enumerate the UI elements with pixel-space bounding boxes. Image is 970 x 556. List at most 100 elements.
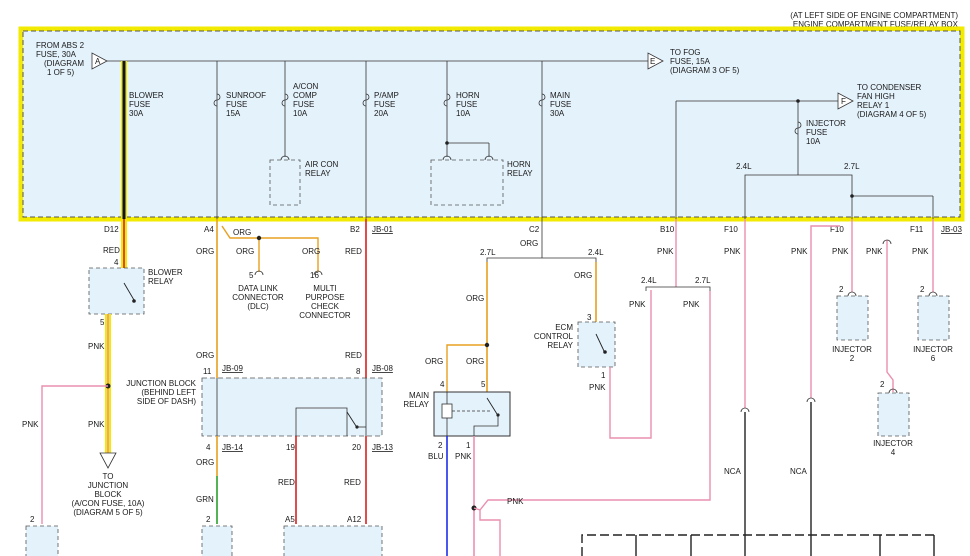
wire-pnk14: PNK [912,247,929,256]
aircon-relay-label-2: RELAY [305,169,331,178]
dlc-label-1: DATA LINK [238,284,278,293]
wire-org7: ORG [520,239,538,248]
main-fuse-symbol [538,93,546,107]
to-jb-label-1: TO [103,472,114,481]
wire-l27a: 2.7L [480,248,496,257]
b10-engine-split [645,286,711,291]
blower-fuse-label-2: FUSE [129,100,150,109]
pin-c2: C2 [529,225,540,234]
wire-pnk3: PNK [22,420,39,429]
ecm-relay-label-2: CONTROL [534,332,574,341]
injector2-label-2: 2 [850,354,855,363]
engine-24l-label: 2.4L [736,162,752,171]
source-label-2: FUSE, 30A [36,50,77,59]
wire-pnk7: PNK [683,300,700,309]
blower-relay-label-1: BLOWER [148,268,183,277]
injector6-box [917,295,950,341]
acon-fuse-label-2: COMP [293,91,317,100]
to-junction-block-arrow [99,452,117,469]
wire-pnk6: PNK [629,300,646,309]
horn-relay-label-1: HORN [507,160,531,169]
injector4-label-1: INJECTOR [873,439,913,448]
condenser-connector-arrow [837,92,854,110]
horn-fuse-label-3: 10A [456,109,471,118]
wire-org9: ORG [466,357,484,366]
wire-org10: ORG [425,357,443,366]
wire-pnk8: PNK [455,452,472,461]
condenser-label-3: RELAY 1 [857,101,890,110]
main-relay-blade [486,397,498,415]
pin-a5: A5 [285,515,295,524]
main-relay-coil-feed [446,344,487,392]
pin-11: 11 [203,367,212,376]
wire-l24b: 2.4L [641,276,657,285]
pin-a12: A12 [347,515,362,524]
wire-pnk1: PNK [88,342,105,351]
dlc-label-2: CONNECTOR [232,293,284,302]
pin-jb03: JB-03 [941,225,962,234]
pin-8: 8 [356,367,361,376]
b10-27l-wire [479,291,711,511]
ecm-relay-box [577,321,616,368]
wire-pnk9: PNK [507,497,524,506]
pin-main-5: 5 [481,380,486,389]
main-relay-label-2: RELAY [403,400,429,409]
junction-block-label-2: (BEHIND LEFT [141,388,196,397]
pin-main-2: 2 [438,441,443,450]
f10a-connector [740,407,750,413]
fog-label-3: (DIAGRAM 3 OF 5) [670,66,740,75]
pin-main-4: 4 [440,380,445,389]
pin-19: 19 [286,443,295,452]
wire-org6: ORG [196,458,214,467]
wire-org5: ORG [196,351,214,360]
injector-fuse-label-1: INJECTOR [806,119,846,128]
horn-relay-junction [445,141,449,145]
location-note-line2: ENGINE COMPARTMENT FUSE/RELAY BOX [793,20,959,29]
pin-a4: A4 [204,225,214,234]
main-pnk-branch [473,507,501,556]
injector4-label-2: 4 [891,448,896,457]
condenser-label-1: TO CONDENSER [857,83,922,92]
injector2-connector [847,291,857,297]
sunroof-fuse-label-2: FUSE [226,100,247,109]
pin-jb13: JB-13 [372,443,393,452]
pin-ecm-3: 3 [587,313,592,322]
injector6-label-2: 6 [931,354,936,363]
pin-blower-5: 5 [100,318,105,327]
bottom-component-1 [201,525,233,556]
jb-internal-switch [295,407,348,436]
acon-fuse-label-3: FUSE [293,100,314,109]
pin-mpc-16: 16 [310,271,319,280]
f10b-connector [806,397,816,403]
fuse-relay-box [22,30,961,218]
wire-nca1: NCA [724,467,742,476]
wire-pnk12: PNK [832,247,849,256]
c2-engine-split [486,257,597,262]
mpc-label-2: PURPOSE [305,293,344,302]
wire-org2: ORG [236,247,254,256]
injector-engine-split [744,174,853,181]
pin-jb09: JB-09 [222,364,243,373]
wire-blu: BLU [428,452,444,461]
wire-org11: ORG [574,271,592,280]
source-connector-label: A [95,57,101,66]
injector6-label-1: INJECTOR [913,345,953,354]
condenser-label-2: FAN HIGH [857,92,895,101]
main-fuse-label-2: FUSE [550,100,571,109]
main-relay-output [473,415,499,436]
horn-fuse-label-1: HORN [456,91,480,100]
injector4-feed [886,240,894,392]
to-jb-label-5: (DIAGRAM 5 OF 5) [73,508,143,517]
fog-label-2: FUSE, 15A [670,57,711,66]
source-label-4: 1 OF 5) [47,68,74,77]
mpc-label-4: CONNECTOR [299,311,351,320]
ecm-relay-label-3: RELAY [547,341,573,350]
injector4-top-connector [888,388,898,394]
injector-fuse-label-3: 10A [806,137,821,146]
pin-f10b: F10 [830,225,844,234]
main-relay-splice [484,342,490,348]
acon-fuse-symbol [281,93,289,107]
ecm-relay-contact [603,350,607,354]
mpc-connector-symbol [313,270,323,276]
blower-relay-label-2: RELAY [148,277,174,286]
